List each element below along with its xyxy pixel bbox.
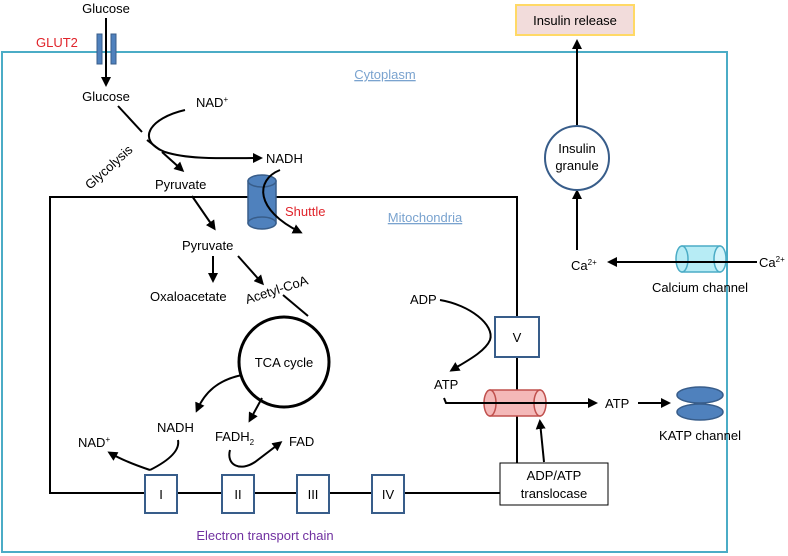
insulin-release-box (515, 4, 635, 36)
insulin-granule-label-line2: granule (555, 158, 598, 173)
pyruvate-mito-label: Pyruvate (182, 238, 233, 253)
complex-i-box (144, 474, 178, 514)
calcium-channel (675, 245, 727, 273)
tca-cycle-label: TCA cycle (255, 355, 314, 370)
insulin-release-label: Insulin release (533, 13, 617, 28)
pyruvate-import-arrow (191, 195, 216, 231)
oxaloacetate-label: Oxaloacetate (150, 289, 227, 304)
complex-v-box (494, 316, 540, 358)
translocase-label-line1: ADP/ATP (527, 468, 582, 483)
complex-iv-label: IV (382, 487, 395, 502)
nad-to-nadh-arrow (148, 109, 263, 164)
glut2-label: GLUT2 (36, 35, 78, 50)
fadh2-oxidation-arrow (228, 441, 283, 468)
calcium-channel-label: Calcium channel (652, 280, 748, 295)
acetyl-coa-label: Acetyl-CoA (243, 272, 310, 306)
nadh-mito-label: NADH (157, 420, 194, 435)
atp-export-arrow (443, 397, 598, 408)
adp-to-atp-arrow (439, 299, 492, 372)
translocase-box (499, 462, 609, 506)
complex-ii-box (221, 474, 255, 514)
glycolysis-dash-1 (146, 139, 161, 151)
translocase-pointer-arrow (535, 419, 546, 463)
glucose-outside-label: Glucose (82, 1, 130, 16)
cytoplasm-label: Cytoplasm (354, 67, 415, 82)
pyruvate-to-acetylcoa-arrow (237, 255, 264, 286)
katp-channel-label: KATP channel (659, 428, 741, 443)
nadh-oxidation-curve (149, 439, 180, 471)
complex-i-label: I (159, 487, 163, 502)
acetylcoa-to-tca-line (282, 294, 309, 317)
glut2-transporter (96, 33, 117, 65)
cell-membrane (1, 51, 728, 553)
pyruvate-cytoplasm-label: Pyruvate (155, 177, 206, 192)
fadh2-label: FADH2 (215, 429, 255, 447)
tca-to-nadh-arrow (195, 374, 243, 413)
atp-cytoplasm-label: ATP (605, 396, 629, 411)
insulin-granule-circle (544, 125, 610, 191)
ca-intracellular-label: Ca2+ (571, 258, 597, 273)
nadh-cytoplasm-label: NADH (266, 151, 303, 166)
shuttle-arrow (262, 169, 303, 234)
tca-cycle-circle (237, 315, 331, 409)
tca-to-fadh2-arrow (248, 397, 263, 423)
adp-label: ADP (410, 292, 437, 307)
ca-extracellular-label: Ca2+ (759, 255, 785, 270)
nad-plus-mito-label: NAD+ (78, 435, 110, 450)
nadh-oxidation-arrow (107, 451, 151, 471)
electron-transport-chain-label: Electron transport chain (196, 528, 333, 543)
shuttle-channel (247, 174, 277, 230)
glucose-to-glycolysis-line (117, 105, 143, 133)
electron-transport-chain: I II III IV (144, 474, 405, 514)
atp-mito-label: ATP (434, 377, 458, 392)
glycolysis-label: Glycolysis (82, 142, 136, 193)
complex-iii-label: III (308, 487, 319, 502)
complex-iv-box (371, 474, 405, 514)
fad-label: FAD (289, 434, 314, 449)
complex-ii-label: II (234, 487, 241, 502)
complex-v-label: V (513, 330, 522, 345)
shuttle-label: Shuttle (285, 204, 325, 219)
translocase-label-line2: translocase (521, 486, 587, 501)
glucose-inside-label: Glucose (82, 89, 130, 104)
mitochondria-label: Mitochondria (388, 210, 463, 225)
insulin-granule-label-line1: Insulin (558, 141, 596, 156)
katp-channel (676, 386, 724, 421)
nad-plus-top-label: NAD+ (196, 95, 228, 110)
complex-iii-box (296, 474, 330, 514)
glycolysis-to-pyruvate-arrow (161, 151, 185, 173)
